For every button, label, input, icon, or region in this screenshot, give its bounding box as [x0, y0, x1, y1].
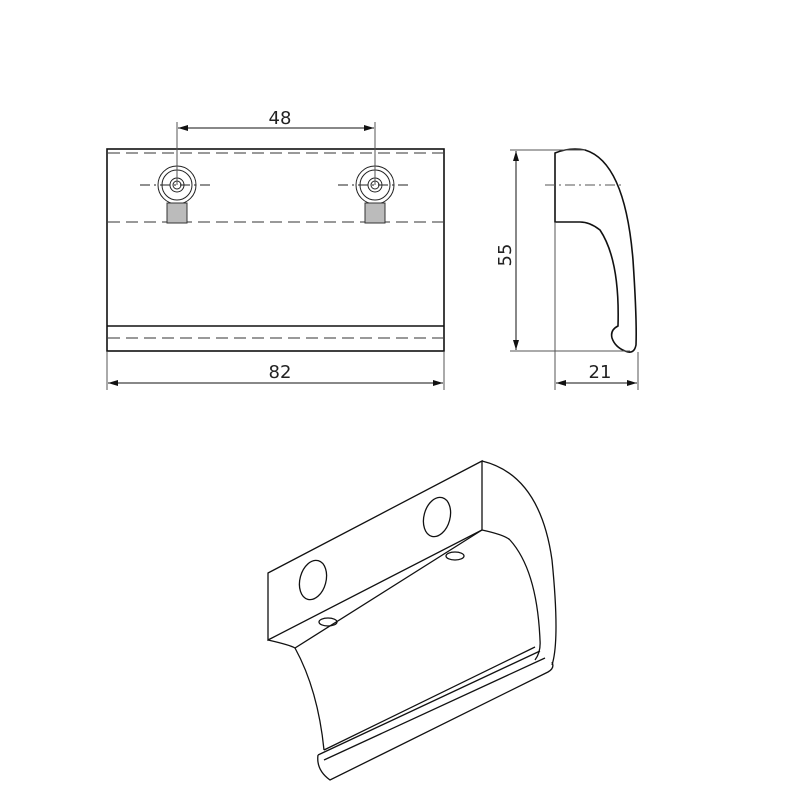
front-view: 48 82 [106, 108, 445, 390]
iso-screw-left [318, 617, 338, 627]
dimension-label-21: 21 [589, 362, 612, 383]
hidden-lines [108, 152, 443, 339]
side-view: 55 21 [495, 148, 639, 390]
dimension-height [510, 149, 639, 390]
iso-hole-right [422, 496, 452, 538]
dimension-label-82: 82 [269, 362, 292, 383]
dimension-hole-spacing [176, 122, 376, 185]
dimension-label-55: 55 [495, 244, 516, 267]
isometric-view [267, 459, 557, 781]
iso-screw-right [445, 551, 465, 561]
mounting-hole-left [140, 165, 214, 224]
dimension-width [106, 352, 445, 390]
iso-hole-left [298, 559, 328, 601]
dimension-label-48: 48 [269, 108, 292, 129]
